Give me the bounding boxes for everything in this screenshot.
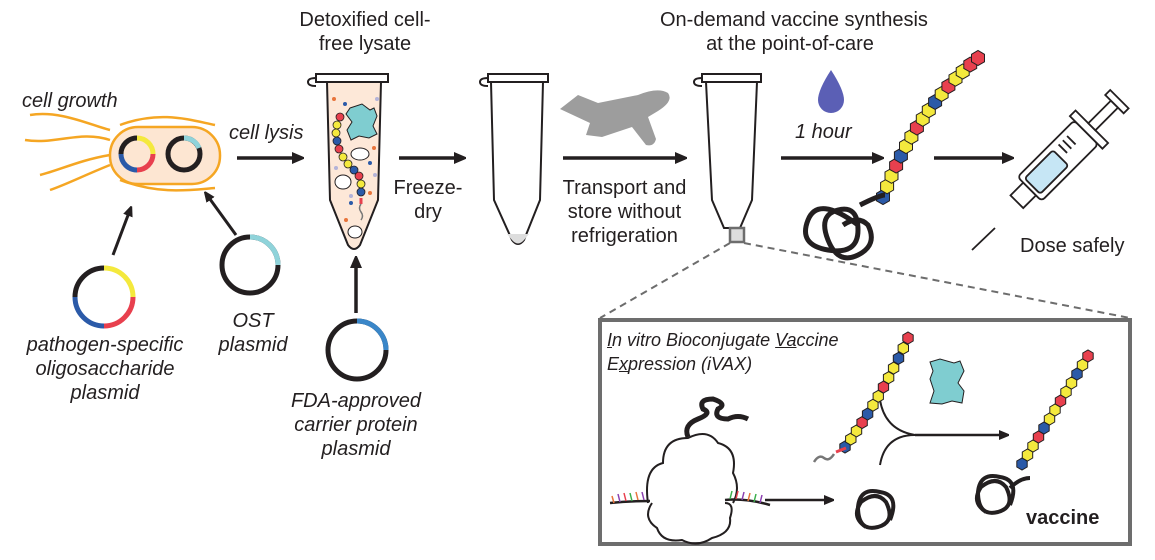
zoom-guide <box>599 242 731 319</box>
vaccine-label: vaccine <box>1026 507 1100 529</box>
lysate-title-line: Detoxified cell- <box>299 9 431 31</box>
protein-coil-icon <box>803 192 886 261</box>
freeze-dry-label: Freeze- dry <box>392 176 464 224</box>
transport-line: store without <box>567 201 682 223</box>
sugar-hexagon <box>882 371 895 385</box>
mrna-bases <box>611 490 763 504</box>
ost-plasmid-label: OST plasmid <box>208 309 298 357</box>
arrow <box>207 195 238 236</box>
glycan-chain-icon <box>876 49 985 206</box>
freeze-line: dry <box>414 201 442 223</box>
glycan-chain-icon <box>839 331 914 454</box>
transport-line: refrigeration <box>571 225 678 247</box>
fda-line: plasmid <box>321 438 391 460</box>
cell-growth-label: cell growth <box>22 90 118 112</box>
plasmid-icon <box>165 135 203 173</box>
fda-line: carrier protein <box>294 414 418 436</box>
airplane-icon <box>560 90 670 146</box>
ost-line: plasmid <box>218 334 288 356</box>
cell-lysis-label: cell lysis <box>229 122 304 144</box>
ost-line: OST <box>232 310 274 332</box>
freeze-line: Freeze- <box>393 177 463 199</box>
lysate-title-line: free lysate <box>318 33 412 55</box>
plasmid-icon <box>325 318 389 382</box>
ondemand-title: On-demand vaccine synthesis at the point… <box>660 8 928 56</box>
ondemand-line: at the point-of-care <box>706 33 874 55</box>
lipid-tail <box>812 453 836 463</box>
lipid-anchor <box>835 446 847 454</box>
microtube-icon <box>478 73 549 245</box>
pathogen-line: oligosaccharide <box>35 358 175 380</box>
pathogen-line: plasmid <box>70 382 140 404</box>
glycan-chain-icon <box>1016 349 1094 471</box>
microtube-icon <box>692 73 762 244</box>
fda-line: FDA-approved <box>290 390 422 412</box>
carrier-protein-icon <box>929 358 965 405</box>
transport-line: Transport and <box>562 177 687 199</box>
sugar-hexagon <box>1082 349 1094 363</box>
ivax-title: In vitro Bioconjugate Vaccine Expression… <box>607 328 839 376</box>
ribosome-icon <box>609 396 771 545</box>
one-hour-label: 1 hour <box>795 121 852 143</box>
syringe-icon <box>971 88 1130 251</box>
ivax-line-1: In vitro Bioconjugate Vaccine <box>607 330 839 350</box>
plasmid-icon <box>219 234 281 296</box>
ondemand-line: On-demand vaccine synthesis <box>660 9 928 31</box>
sugar-hexagon <box>971 49 985 67</box>
sugar-hexagon <box>897 341 909 355</box>
pathogen-line: pathogen-specific <box>26 334 184 356</box>
sugar-hexagon <box>887 361 900 375</box>
sugar-hexagon <box>892 351 905 365</box>
droplet-icon <box>818 70 844 113</box>
lysate-title: Detoxified cell- free lysate <box>290 8 440 56</box>
protein-coil-icon <box>855 489 896 530</box>
transport-label: Transport and store without refrigeratio… <box>547 176 702 248</box>
arrow <box>111 210 130 256</box>
microtube-icon <box>306 73 389 250</box>
merge-lines <box>879 399 916 466</box>
zoom-guide <box>743 242 1131 319</box>
ivax-line-2: Expression (iVAX) <box>607 354 753 374</box>
sugar-hexagon <box>902 331 914 345</box>
fda-plasmid-label: FDA-approved carrier protein plasmid <box>272 389 440 461</box>
pathogen-plasmid-label: pathogen-specific oligosaccharide plasmi… <box>0 333 210 405</box>
plasmid-icon <box>72 265 136 329</box>
dose-safely-label: Dose safely <box>1020 235 1125 257</box>
plasmid-icon <box>118 135 156 173</box>
protein-coil-icon <box>975 474 1031 515</box>
